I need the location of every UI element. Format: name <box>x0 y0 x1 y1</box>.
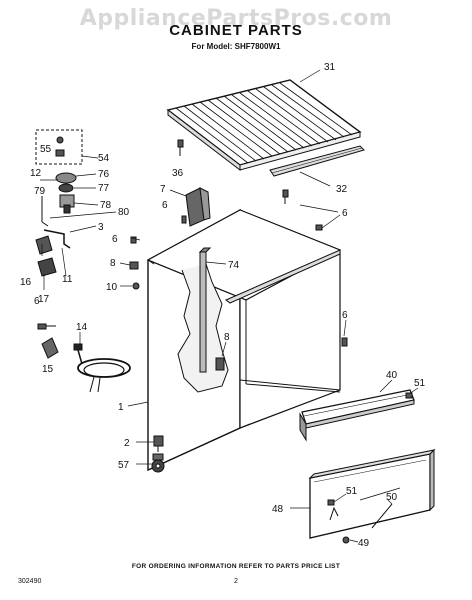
power-cord-part-14 <box>73 343 131 393</box>
callout-36: 36 <box>172 168 184 179</box>
callout-78: 78 <box>100 200 112 211</box>
callout-6-bracket: 6 <box>162 200 168 211</box>
callout-6-mid: 6 <box>112 234 118 245</box>
callout-17: 17 <box>38 294 50 305</box>
screw-part-6-right-mid <box>341 337 348 347</box>
page-number: 2 <box>234 578 238 585</box>
caster-part-57 <box>151 453 165 473</box>
callout-1: 1 <box>118 402 124 413</box>
callout-6-right-mid: 6 <box>342 310 348 321</box>
screw-part-6-mid <box>130 236 137 244</box>
callout-32: 32 <box>336 184 348 195</box>
document-number: 302490 <box>18 578 42 585</box>
callout-3: 3 <box>98 222 104 233</box>
callout-50: 50 <box>386 492 398 503</box>
callout-8-inner: 8 <box>224 332 230 343</box>
grommet-part-15 <box>41 337 59 359</box>
callout-48: 48 <box>272 504 284 515</box>
strap-part-3 <box>43 229 71 249</box>
toe-panel-part-48 <box>308 448 436 539</box>
model-subtitle: For Model: SHF7800W1 <box>191 42 281 51</box>
callout-8-upper: 8 <box>110 258 116 269</box>
callout-2: 2 <box>124 438 130 449</box>
callout-15: 15 <box>42 364 54 375</box>
callout-51-lower: 51 <box>346 486 358 497</box>
callout-6-left: 6 <box>34 296 40 307</box>
screw-part-36 <box>177 139 184 156</box>
clip-part-8-upper <box>129 261 139 270</box>
callout-16: 16 <box>20 277 32 288</box>
callout-51-upper: 51 <box>414 378 426 389</box>
callout-77: 77 <box>98 183 110 194</box>
bracket-part-7 <box>185 187 211 227</box>
screw-part-6-upper <box>282 189 289 204</box>
callout-40: 40 <box>386 370 398 381</box>
callout-49: 49 <box>358 538 370 549</box>
callout-7: 7 <box>160 184 166 195</box>
screw-part-51-lower <box>327 499 335 506</box>
screw-part-51-upper <box>405 392 413 399</box>
callout-6-right: 6 <box>342 208 348 219</box>
callout-57: 57 <box>118 460 130 471</box>
kick-plate-bracket-part-40 <box>299 389 415 442</box>
screw-part-6-bracket <box>181 215 187 224</box>
callout-55: 55 <box>40 144 52 155</box>
callout-74: 74 <box>228 260 240 271</box>
callout-31: 31 <box>324 62 336 73</box>
cabinet-shell-part-1 <box>146 208 342 472</box>
control-box-part-54 <box>35 129 83 165</box>
callout-14: 14 <box>76 322 88 333</box>
page-title: CABINET PARTS <box>169 22 303 39</box>
ordering-info-footer: FOR ORDERING INFORMATION REFER TO PARTS … <box>131 563 341 570</box>
screw-part-6-right <box>315 224 323 231</box>
trim-strip-part-32 <box>269 145 365 177</box>
actuator-part-16 <box>35 235 57 277</box>
screw-part-49 <box>342 536 350 544</box>
callout-12: 12 <box>30 168 42 179</box>
top-panel-part-31 <box>166 79 362 172</box>
screw-part-6-left <box>37 323 56 330</box>
callout-80: 80 <box>118 207 130 218</box>
callout-10: 10 <box>106 282 118 293</box>
callout-11: 11 <box>62 274 73 285</box>
screw-part-10 <box>132 282 140 290</box>
knob-assembly-part-76 <box>55 172 77 214</box>
callout-54: 54 <box>98 153 110 164</box>
watermark: AppliancePartsPros.com <box>79 6 393 31</box>
callout-79: 79 <box>34 186 46 197</box>
callout-76: 76 <box>98 169 110 180</box>
leveling-leg-part-2 <box>153 435 164 452</box>
